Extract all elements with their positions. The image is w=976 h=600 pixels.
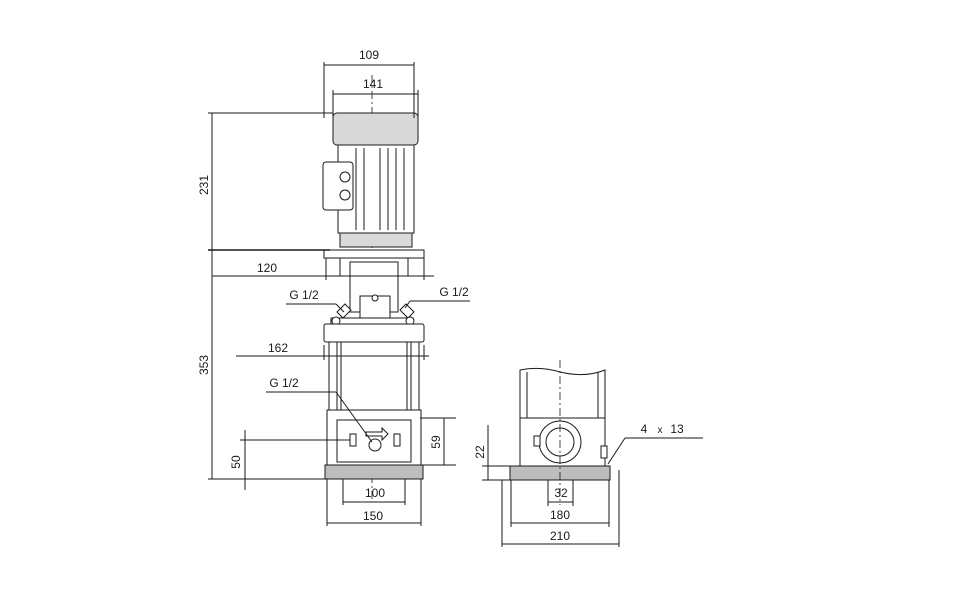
bolt-bar-top: [330, 317, 414, 325]
vent-plug-left: [336, 303, 352, 319]
dim-109: 109: [359, 48, 379, 62]
holes-count: 4: [641, 422, 648, 436]
outlet-plug: [393, 433, 401, 447]
dim-50: 50: [229, 455, 243, 469]
label-g12-right: G 1/2: [439, 285, 469, 299]
holes-x: x: [658, 425, 663, 436]
side-plug-left: [533, 435, 541, 447]
flow-arrow-icon: [365, 426, 389, 442]
terminal-box: [322, 161, 354, 211]
dim-120: 120: [257, 261, 277, 275]
motor-flange: [339, 232, 413, 248]
pump-head-plate: [323, 323, 425, 343]
dim-210: 210: [550, 529, 570, 543]
dim-141: 141: [363, 77, 383, 91]
dim-59: 59: [429, 435, 443, 449]
dim-353: 353: [197, 355, 211, 375]
dim-180: 180: [550, 508, 570, 522]
vent-plug-right: [399, 303, 415, 319]
side-plug-right: [600, 445, 608, 459]
dim-162: 162: [268, 341, 288, 355]
label-g12-drain: G 1/2: [269, 376, 299, 390]
dim-150: 150: [363, 509, 383, 523]
base-plate: [324, 464, 424, 480]
motor-fan-cover: [332, 112, 419, 146]
inlet-plug: [349, 433, 357, 447]
dim-231: 231: [197, 175, 211, 195]
front-view: 109 141 231 120 G 1/2 G 1/2 353 162: [197, 48, 470, 526]
motor-stool-top: [323, 249, 425, 259]
holes-dia: 13: [670, 422, 684, 436]
side-view: 22 4 x 13 32 180 210: [473, 360, 703, 547]
dim-22: 22: [473, 445, 487, 459]
motor-fins: [355, 148, 405, 230]
label-g12-left: G 1/2: [289, 288, 319, 302]
dim-100: 100: [365, 486, 385, 500]
dim-32: 32: [554, 486, 568, 500]
